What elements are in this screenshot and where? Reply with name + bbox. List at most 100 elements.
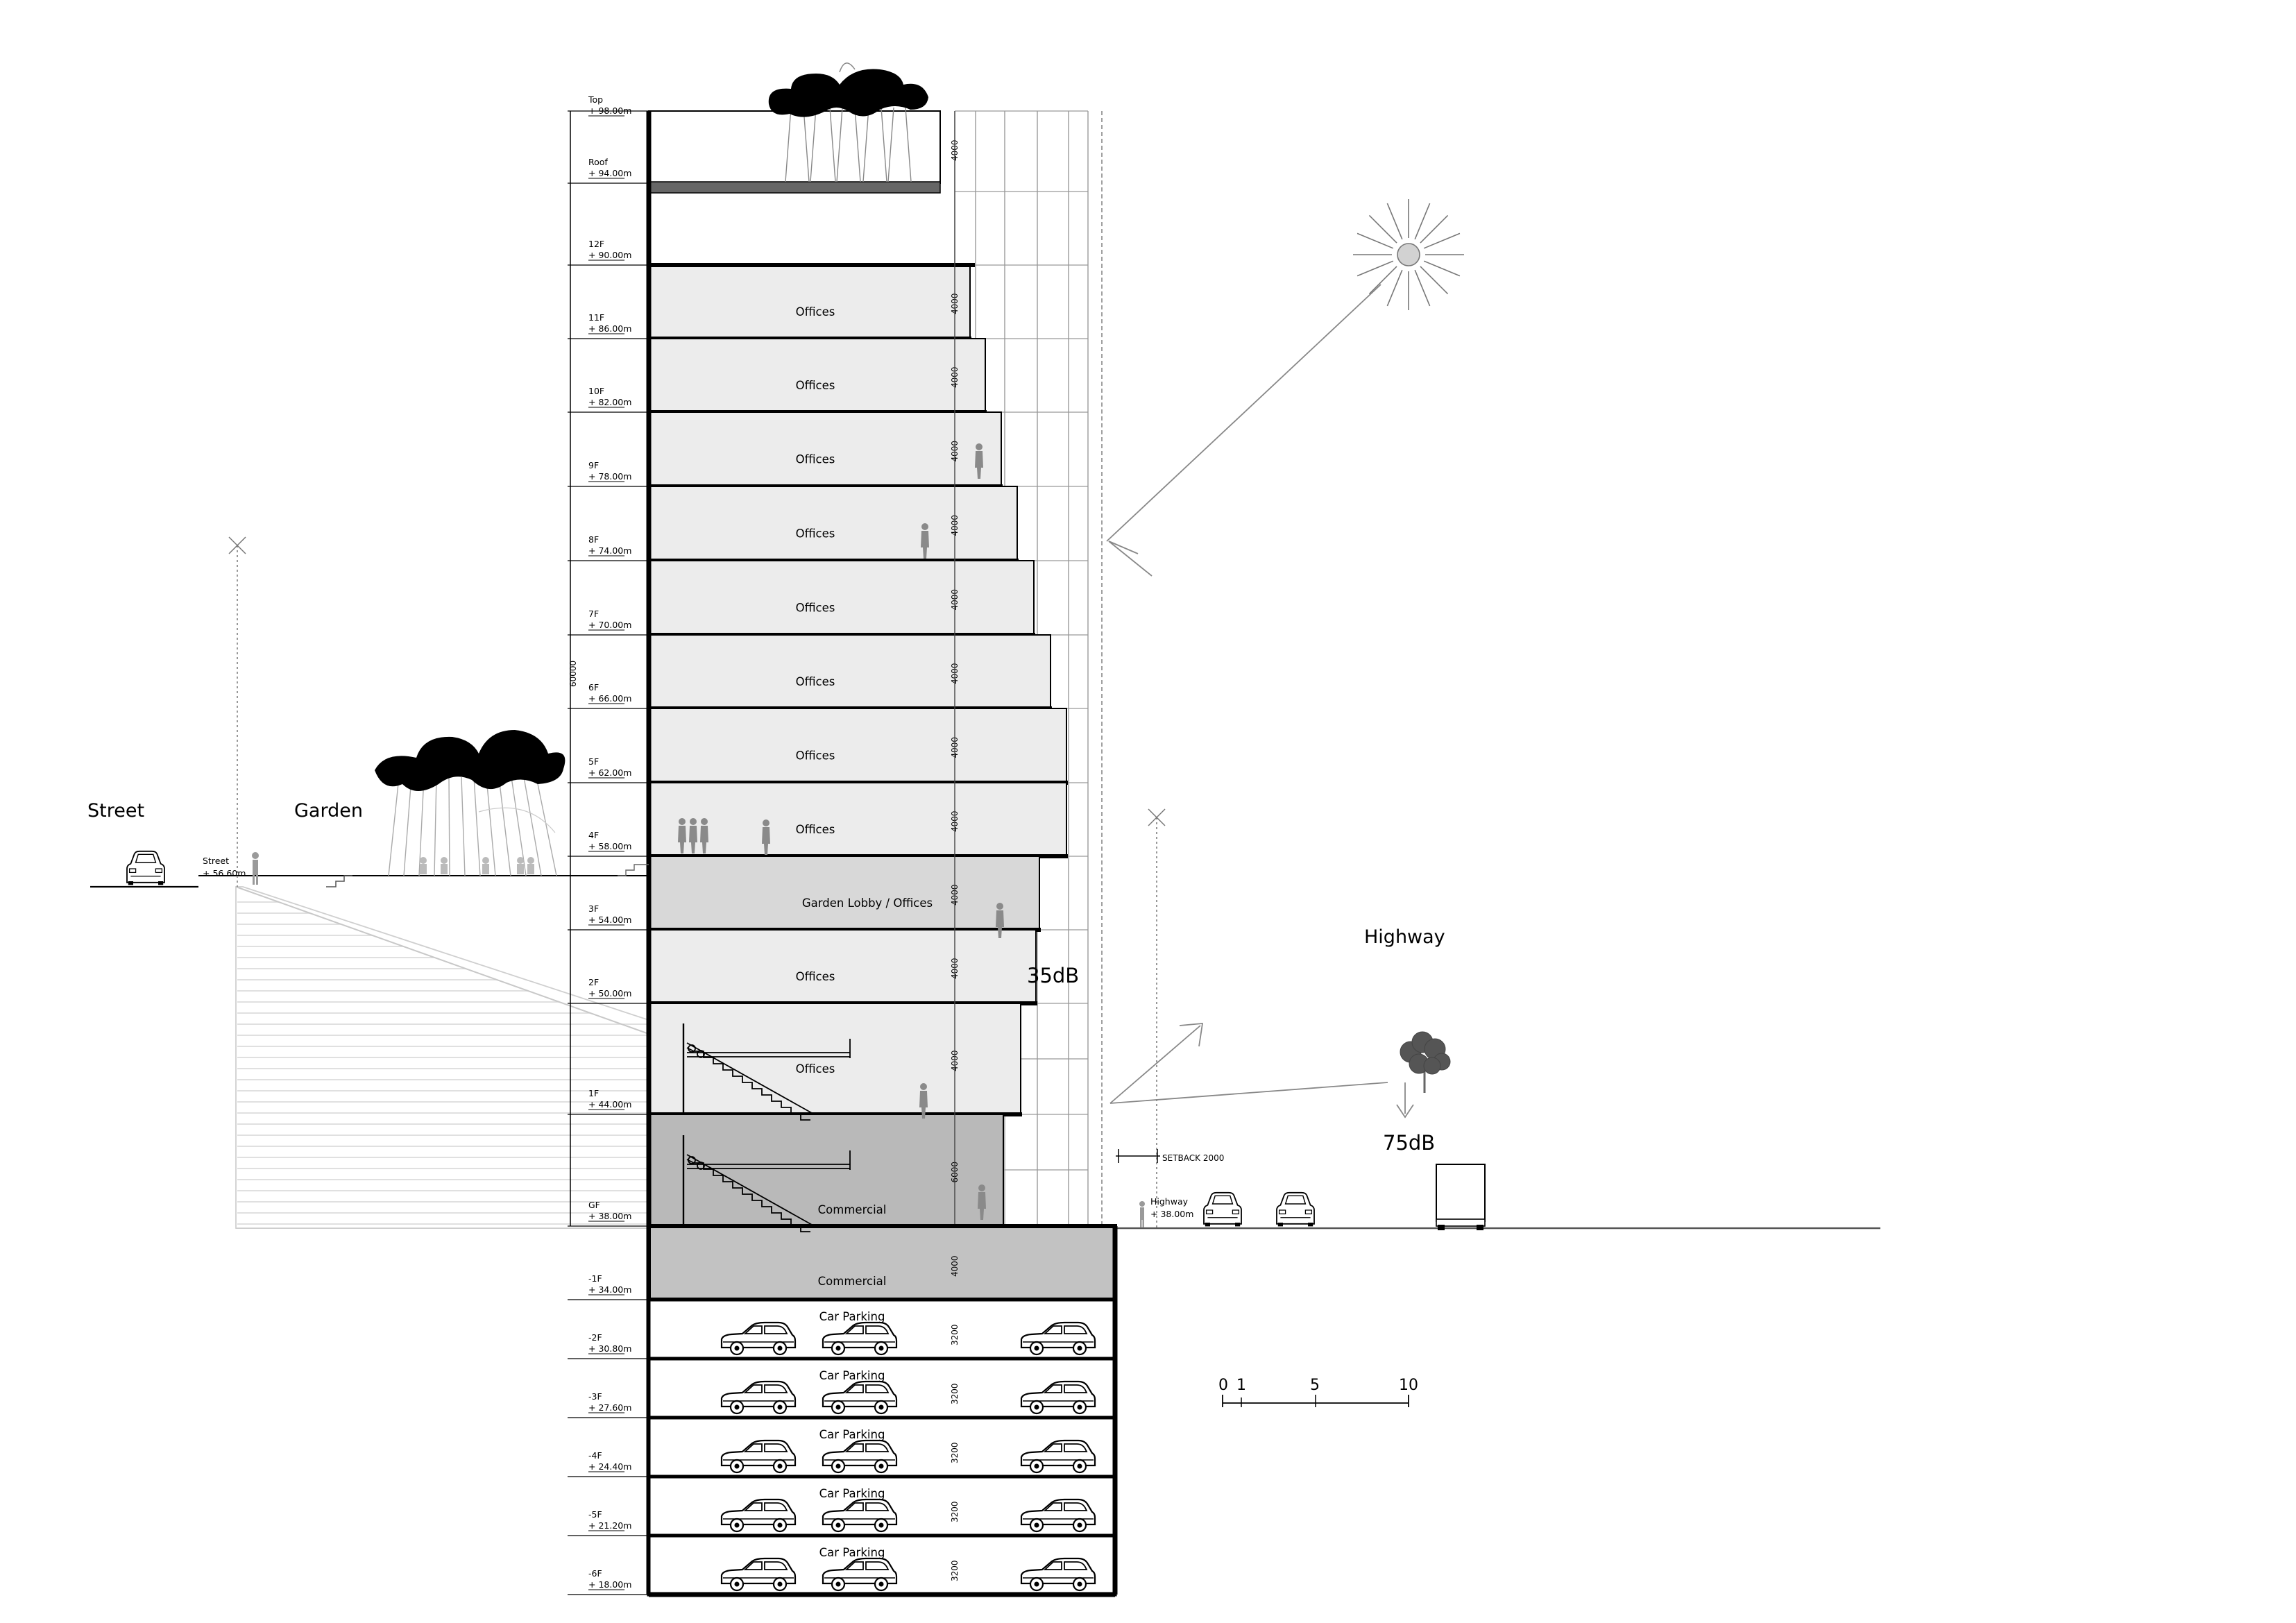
- person-icon: [689, 818, 697, 853]
- noise-inside-label: 35dB: [1027, 964, 1079, 987]
- roof-slab: [648, 181, 941, 194]
- level-elevation: + 38.00m: [588, 1211, 631, 1221]
- level-elevation: + 21.20m: [588, 1520, 631, 1531]
- level-name: 7F: [588, 609, 599, 619]
- room-label: Offices: [796, 749, 835, 763]
- noise-outside-label: 75dB: [1383, 1131, 1435, 1155]
- level-elevation: + 18.00m: [588, 1579, 631, 1590]
- highway-level-elev: + 38.00m: [1150, 1209, 1193, 1219]
- level-name: 11F: [588, 312, 604, 323]
- level-elevation: + 86.00m: [588, 323, 631, 334]
- person-icon: [762, 819, 770, 855]
- basement-commercial: [647, 1224, 1117, 1302]
- floor-room-9: [648, 856, 1040, 931]
- street-level-elev: + 56.60m: [203, 868, 246, 878]
- level-name: -3F: [588, 1391, 602, 1402]
- garden-pergola: [388, 776, 649, 876]
- highway-car-icon-1: [1203, 1191, 1242, 1227]
- level-elevation: + 50.00m: [588, 988, 631, 999]
- level-name: -4F: [588, 1450, 602, 1461]
- room-label: Car Parking: [819, 1310, 885, 1323]
- level-name: 5F: [588, 756, 599, 767]
- level-elevation: + 58.00m: [588, 841, 631, 851]
- room-label: Car Parking: [819, 1487, 885, 1500]
- person-icon: [996, 903, 1004, 938]
- highway-title: Highway: [1364, 926, 1445, 948]
- floor-room-4: [648, 486, 1018, 561]
- floor-room-3: [648, 411, 1002, 487]
- room-height-dim: 3200: [950, 1324, 960, 1345]
- level-name: 9F: [588, 460, 599, 470]
- level-name: 8F: [588, 534, 599, 545]
- garden-steps: [326, 875, 352, 887]
- highway-car-icon-2: [1276, 1191, 1315, 1227]
- level-elevation: + 70.00m: [588, 620, 631, 630]
- room-label: Offices: [796, 602, 835, 615]
- room-label: Commercial: [818, 1203, 887, 1216]
- sun-icon: [1353, 199, 1464, 310]
- room-label: Offices: [796, 453, 835, 466]
- room-label: Offices: [796, 527, 835, 541]
- room-label: Offices: [796, 1062, 835, 1076]
- level-name: -2F: [588, 1332, 602, 1343]
- floor-room-8: [648, 782, 1067, 857]
- level-name: -1F: [588, 1273, 602, 1284]
- scale-bar: 0 1 5 10: [1218, 1377, 1418, 1407]
- floor-room-11: [648, 1003, 1021, 1115]
- setback-dimension: [1116, 1149, 1160, 1163]
- highway-view-marker: [1148, 808, 1166, 1228]
- level-elevation: + 94.00m: [588, 168, 631, 178]
- room-height-dim: 3200: [950, 1501, 960, 1522]
- level-elevation: + 62.00m: [588, 767, 631, 778]
- level-elevation: + 90.00m: [588, 250, 631, 260]
- earth-embankment: [235, 886, 649, 1229]
- room-label: Offices: [796, 970, 835, 983]
- scale-tick-5: 5: [1310, 1377, 1320, 1394]
- rooftop-space: [648, 110, 941, 184]
- street-car-icon: [126, 850, 165, 886]
- floor-room-10: [648, 929, 1037, 1004]
- level-name: GF: [588, 1200, 600, 1210]
- highway-level-name: Highway: [1150, 1196, 1189, 1207]
- room-height-dim: 3200: [950, 1560, 960, 1581]
- level-elevation: + 54.00m: [588, 915, 631, 925]
- level-name: 6F: [588, 682, 599, 692]
- room-label: Offices: [796, 823, 835, 836]
- level-elevation: + 66.00m: [588, 693, 631, 704]
- room-height-dim: 4000: [950, 1255, 960, 1277]
- level-name: 4F: [588, 830, 599, 840]
- pedestrian-icons: [252, 852, 1145, 1227]
- stair-icon: [682, 1135, 851, 1232]
- floor-room-2: [648, 338, 986, 413]
- truck-icon: [1436, 1164, 1486, 1230]
- person-icon: [921, 523, 929, 559]
- person-icon: [975, 443, 983, 479]
- floor-room-6: [648, 634, 1051, 709]
- noise-path-arrow: [1109, 1022, 1414, 1119]
- street-title: Street: [87, 800, 144, 822]
- floor-room-1: [648, 264, 971, 339]
- room-label: Car Parking: [819, 1369, 885, 1382]
- level-name: 12F: [588, 239, 604, 249]
- scale-tick-0: 0: [1218, 1377, 1228, 1394]
- garden-title: Garden: [294, 800, 363, 822]
- room-label: Commercial: [818, 1275, 887, 1288]
- person-icon: [678, 818, 686, 853]
- level-name: 1F: [588, 1088, 599, 1098]
- level-name: 2F: [588, 977, 599, 987]
- room-height-dim: 3200: [950, 1383, 960, 1404]
- person-icon: [978, 1184, 986, 1220]
- level-name: -6F: [588, 1568, 602, 1579]
- level-elevation: + 78.00m: [588, 471, 631, 482]
- room-label: Offices: [796, 379, 835, 392]
- sun-ray-arrow: [1106, 284, 1381, 577]
- garden-canopy-icon: [375, 730, 566, 791]
- roof-canopy-icon: [768, 62, 928, 117]
- floor-room-5: [648, 560, 1035, 636]
- street-view-marker: [228, 536, 246, 887]
- tree-icon: [1400, 1031, 1451, 1093]
- floor-room-12: [648, 1114, 1004, 1227]
- level-elevation: + 24.40m: [588, 1461, 631, 1472]
